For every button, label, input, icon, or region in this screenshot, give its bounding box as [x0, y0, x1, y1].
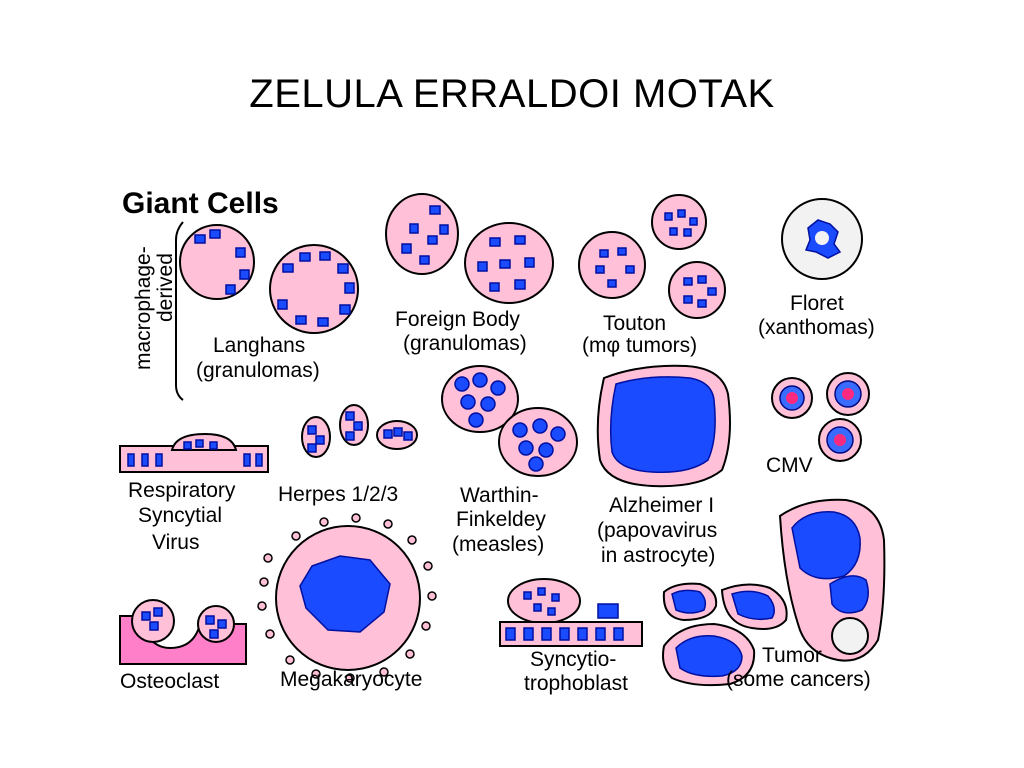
- touton-cells: [578, 194, 726, 319]
- label-megakaryocyte: Megakaryocyte: [280, 668, 422, 691]
- label-foreign-body-2: (granulomas): [403, 332, 527, 355]
- label-touton-1: Touton: [603, 312, 666, 335]
- label-floret-2: (xanthomas): [758, 316, 875, 339]
- foreign-body-cells: [385, 193, 554, 304]
- label-langhans-2: (granulomas): [196, 359, 320, 382]
- label-rsv-3: Virus: [152, 531, 199, 554]
- warthin-finkeldey-cells: [441, 365, 578, 477]
- label-floret-1: Floret: [790, 292, 844, 315]
- side-label-line-2: derived: [154, 253, 177, 322]
- rsv-cells: [119, 432, 269, 473]
- label-syncytio-2: trophoblast: [524, 672, 628, 695]
- label-warthin-1: Warthin-: [460, 484, 539, 507]
- label-warthin-2: Finkeldey: [456, 508, 546, 531]
- label-tumor-2: (some cancers): [726, 668, 871, 691]
- label-rsv-2: Syncytial: [138, 504, 222, 527]
- label-alzheimer-2: (papovavirus: [597, 519, 717, 542]
- label-warthin-3: (measles): [452, 533, 544, 556]
- side-label: macrophage- derived: [132, 246, 177, 370]
- label-alzheimer-1: Alzheimer I: [609, 494, 714, 517]
- slide-title: ZELULA ERRALDOI MOTAK: [249, 72, 775, 116]
- figure-header: Giant Cells: [122, 187, 279, 220]
- label-syncytio-1: Syncytio-: [530, 648, 616, 671]
- tumor-cells: [662, 498, 886, 687]
- label-cmv: CMV: [766, 454, 813, 477]
- osteoclast-cells: [119, 599, 247, 665]
- floret-cell: [781, 198, 863, 280]
- label-tumor-1: Tumor: [762, 644, 822, 667]
- label-rsv-1: Respiratory: [128, 479, 236, 502]
- label-osteoclast: Osteoclast: [120, 670, 219, 693]
- label-herpes: Herpes 1/2/3: [278, 483, 398, 506]
- label-touton-2: (mφ tumors): [582, 334, 697, 357]
- label-langhans-1: Langhans: [213, 334, 305, 357]
- langhans-cells: [179, 224, 359, 334]
- label-alzheimer-3: in astrocyte): [601, 544, 715, 567]
- label-foreign-body-1: Foreign Body: [395, 308, 520, 331]
- megakaryocyte-cell: [257, 513, 437, 683]
- side-label-line-1: macrophage-: [132, 246, 155, 370]
- cmv-cells: [771, 372, 870, 462]
- syncytiotrophoblast-cells: [499, 578, 643, 647]
- bracket: [175, 221, 184, 401]
- herpes-cells: [301, 404, 418, 458]
- alzheimer-cell: [596, 364, 731, 488]
